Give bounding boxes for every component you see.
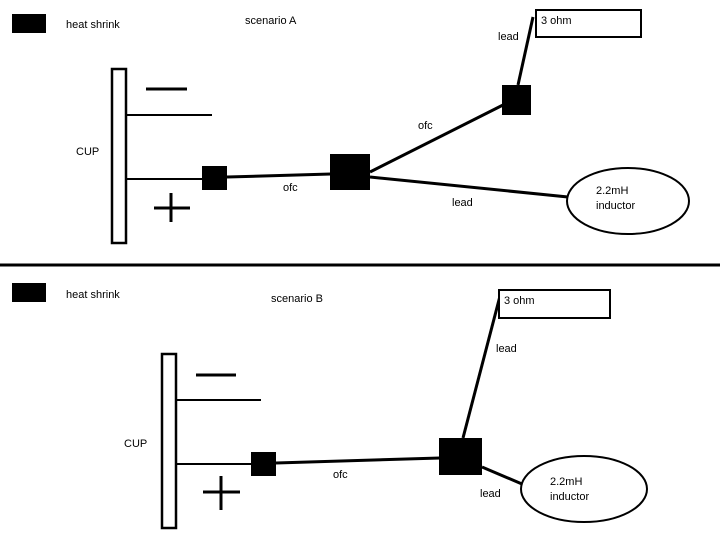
ofc-wire-main <box>275 456 441 465</box>
cup-bar <box>160 352 178 530</box>
ofc-branch-label: ofc <box>418 120 433 132</box>
resistor-lead-label: lead <box>496 343 517 355</box>
legend-heat-shrink-label: heat shrink <box>66 289 120 301</box>
ofc-main-label: ofc <box>283 182 298 194</box>
ofc-wire-main <box>226 172 332 179</box>
inductor-ellipse <box>566 167 690 235</box>
inductor-label-value: 2.2mH <box>596 185 628 197</box>
inductor-label-name: inductor <box>596 200 635 212</box>
scenario-a-title: scenario A <box>245 15 297 27</box>
resistor-label: 3 ohm <box>541 15 572 27</box>
heat-shrink-junction-large <box>330 154 370 190</box>
inductor-lead-label: lead <box>480 488 501 500</box>
heat-shrink-junction-large <box>439 438 482 475</box>
legend-heat-shrink-label: heat shrink <box>66 19 120 31</box>
inductor-lead-wire <box>369 175 569 199</box>
scenario-b-title: scenario B <box>271 293 323 305</box>
inductor-lead-label: lead <box>452 197 473 209</box>
inductor-lead-wire <box>481 465 523 486</box>
resistor-box <box>498 289 611 319</box>
inductor-label-name: inductor <box>550 491 589 503</box>
cup-label: CUP <box>76 146 99 158</box>
resistor-lead-wire <box>461 295 502 439</box>
cup-bar <box>110 67 128 245</box>
positive-sign <box>203 476 240 510</box>
inductor-ellipse <box>520 455 648 523</box>
resistor-lead-label: lead <box>498 31 519 43</box>
heat-shrink-junction-resistor <box>502 85 531 115</box>
scenario-a: heat shrink scenario A CUP ofc ofc lead … <box>12 9 690 245</box>
inductor-label-value: 2.2mH <box>550 476 582 488</box>
scenario-b: heat shrink scenario B CUP ofc lead 3 oh… <box>12 283 648 530</box>
ofc-wire-branch <box>369 103 504 174</box>
heat-shrink-junction-small <box>251 452 276 476</box>
positive-sign <box>154 193 190 222</box>
resistor-lead-wire <box>516 16 535 86</box>
legend-heat-shrink-swatch <box>12 283 46 302</box>
ofc-main-label: ofc <box>333 469 348 481</box>
cup-label: CUP <box>124 438 147 450</box>
resistor-label: 3 ohm <box>504 295 535 307</box>
legend-heat-shrink-swatch <box>12 14 46 33</box>
heat-shrink-junction-small <box>202 166 227 190</box>
resistor-box <box>535 9 642 38</box>
